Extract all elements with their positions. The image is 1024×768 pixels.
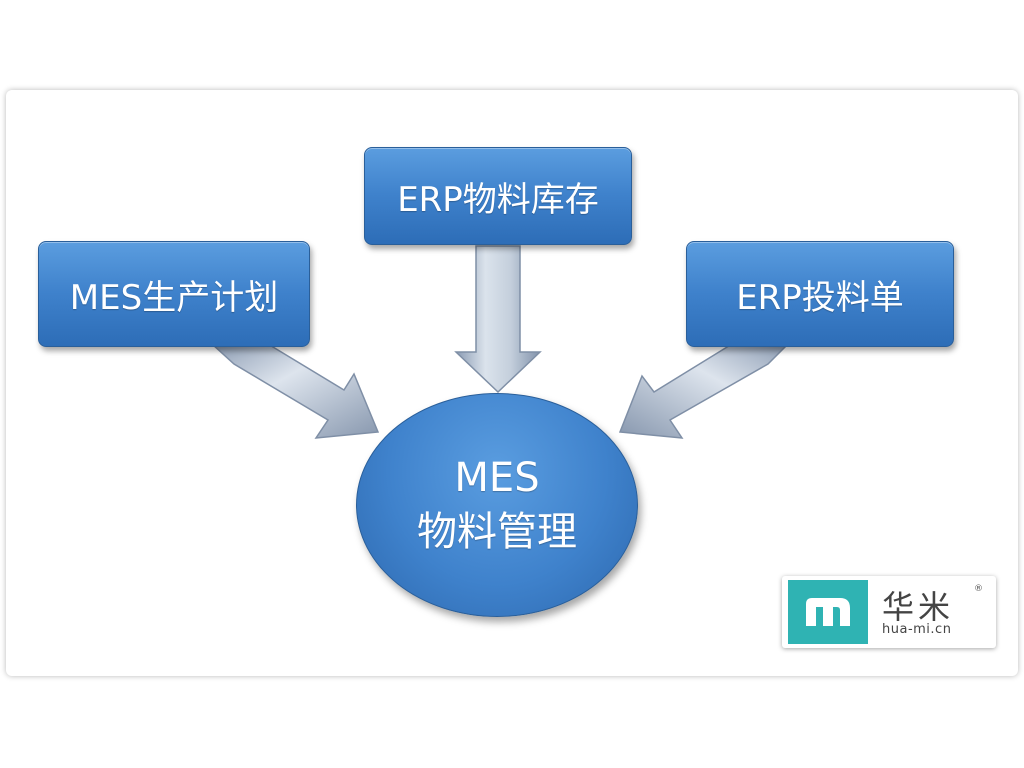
center-node-mes-material-management: MES 物料管理: [356, 393, 638, 617]
source-box-label: ERP投料单: [736, 277, 904, 318]
logo-name: 华米: [882, 588, 955, 626]
source-box-mes-production-plan: MES生产计划: [38, 241, 310, 347]
logo-m-icon: [788, 580, 868, 644]
source-box-label: ERP物料库存: [397, 179, 599, 220]
center-node-line1: MES: [454, 455, 540, 501]
source-box-label: MES生产计划: [69, 277, 279, 318]
arrow-right: [618, 343, 790, 439]
arrow-top: [454, 245, 542, 394]
logo-url: hua-mi.cn: [882, 622, 952, 637]
source-box-erp-inventory: ERP物料库存: [364, 147, 632, 245]
center-node-line2: 物料管理: [417, 509, 577, 555]
arrow-left: [210, 343, 380, 439]
watermark-logo: 华米 ® hua-mi.cn: [782, 576, 996, 648]
registered-mark: ®: [974, 584, 983, 594]
source-box-erp-material-order: ERP投料单: [686, 241, 954, 347]
